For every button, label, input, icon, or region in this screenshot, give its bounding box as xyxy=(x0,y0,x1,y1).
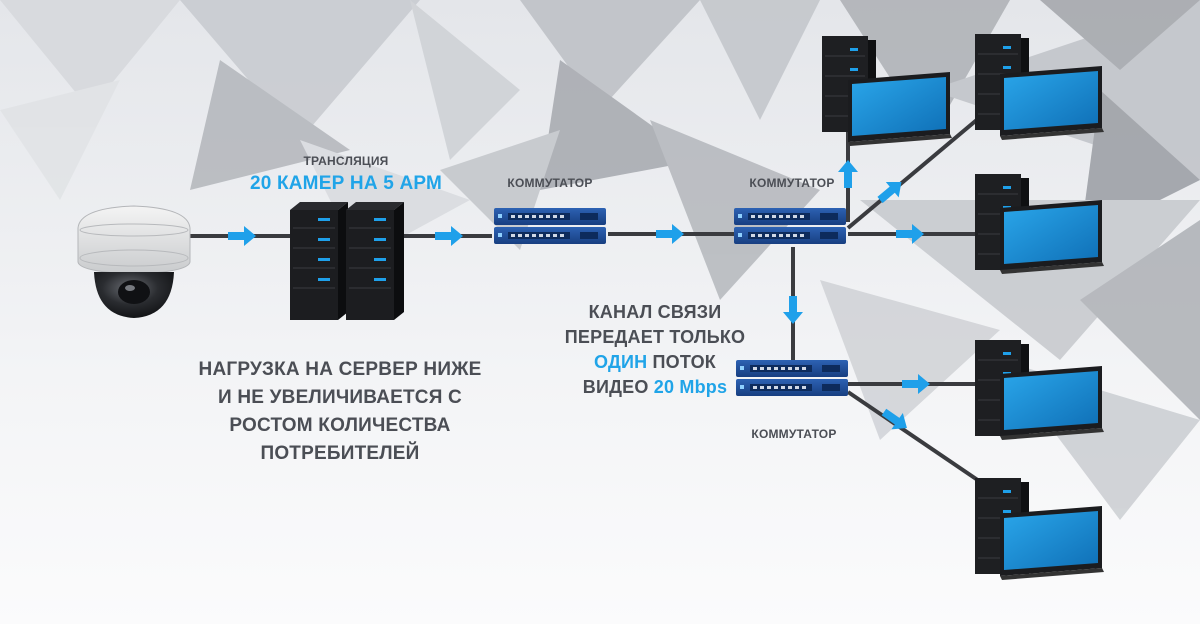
channel-text: ПОТОК xyxy=(647,352,716,372)
switch-label: КОММУТАТОР xyxy=(749,176,835,190)
lowpoly-background-pattern xyxy=(0,0,1200,520)
channel-description: КАНАЛ СВЯЗИ ПЕРЕДАЕТ ТОЛЬКО ОДИН ПОТОК В… xyxy=(538,300,772,400)
load-line: НАГРУЗКА НА СЕРВЕР НИЖЕ xyxy=(198,359,482,380)
load-line: ПОТРЕБИТЕЛЕЙ xyxy=(260,443,420,464)
channel-text: ВИДЕО xyxy=(582,377,654,397)
channel-accent: ОДИН xyxy=(593,352,648,372)
dome-camera-icon xyxy=(77,205,191,318)
switch-label: КОММУТАТОР xyxy=(751,427,837,441)
broadcast-label: ТРАНСЛЯЦИЯ xyxy=(303,154,389,168)
server-rack-icon xyxy=(290,202,348,320)
channel-line: КАНАЛ СВЯЗИ xyxy=(588,302,722,322)
channel-line: ПЕРЕДАЕТ ТОЛЬКО xyxy=(564,327,746,347)
server-rack-icon xyxy=(346,202,404,320)
server-load-description: НАГРУЗКА НА СЕРВЕР НИЖЕ И НЕ УВЕЛИЧИВАЕТ… xyxy=(196,356,484,468)
switch-label: КОММУТАТОР xyxy=(507,176,593,190)
load-line: РОСТОМ КОЛИЧЕСТВА xyxy=(229,415,451,436)
load-line: И НЕ УВЕЛИЧИВАЕТСЯ С xyxy=(218,387,462,408)
broadcast-highlight: 20 КАМЕР НА 5 АРМ xyxy=(249,173,443,194)
channel-line: ОДИН ПОТОК xyxy=(538,350,772,375)
channel-line: ВИДЕО 20 Mbps xyxy=(538,375,772,400)
channel-accent: 20 Mbps xyxy=(653,377,728,397)
